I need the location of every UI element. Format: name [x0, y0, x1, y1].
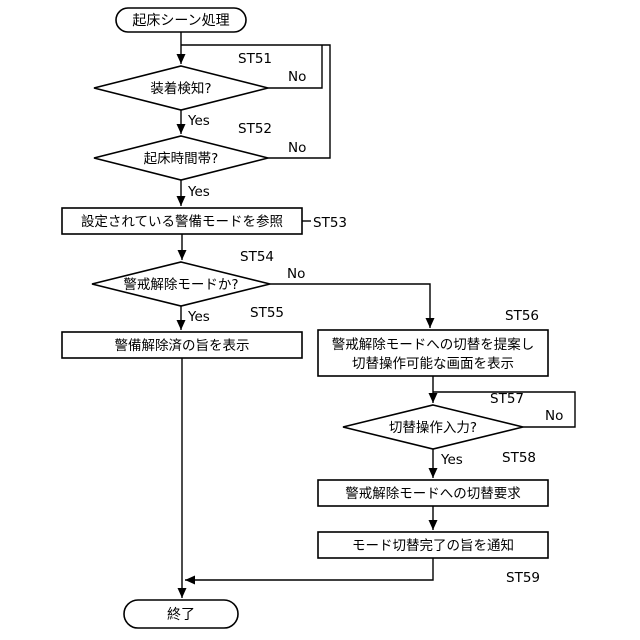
st54-yes-label: Yes [187, 309, 210, 325]
st56-tag: ST56 [505, 308, 539, 324]
st54-no-label: No [287, 266, 305, 282]
st57-no-loop [433, 391, 576, 428]
st54-label: 警戒解除モードか? [123, 277, 238, 293]
process-st55 [61, 331, 303, 359]
st52-no-label: No [288, 140, 306, 156]
arrow-st54-no-to-st56 [270, 283, 435, 328]
st51-yes-label: Yes [187, 113, 210, 129]
decision-st57 [342, 404, 524, 450]
decision-st51 [93, 65, 269, 111]
decision-st52 [93, 135, 269, 181]
st56-label-line1: 警戒解除モードへの切替を提案し [332, 336, 535, 353]
st58-tag: ST58 [502, 450, 536, 466]
st52-label: 起床時間帯? [144, 151, 219, 167]
start-label: 起床シーン処理 [132, 13, 229, 29]
st51-tag: ST51 [238, 51, 272, 67]
process-st58 [317, 479, 549, 507]
process-st59 [317, 531, 549, 559]
st55-tag: ST55 [250, 305, 284, 321]
st59-tag: ST59 [506, 570, 540, 586]
st52-tag: ST52 [238, 121, 272, 137]
st51-label: 装着検知? [150, 80, 211, 97]
st52-yes-label: Yes [187, 184, 210, 200]
st56-label-line2: 切替操作可能な画面を表示 [352, 356, 514, 372]
st58-label: 警戒解除モードへの切替要求 [345, 486, 521, 502]
st57-tag: ST57 [490, 391, 524, 407]
st57-no-label: No [545, 408, 563, 424]
process-st53 [61, 207, 303, 235]
st57-yes-label: Yes [440, 452, 463, 468]
st57-label: 切替操作入力? [389, 420, 477, 436]
st55-label: 警備解除済の旨を表示 [115, 338, 250, 354]
st52-no-loop [181, 44, 331, 159]
st59-merge-to-left [185, 558, 434, 585]
st51-no-loop [268, 45, 323, 89]
st53-label: 設定されている警備モードを参照 [81, 213, 283, 230]
st54-tag: ST54 [240, 249, 274, 265]
st53-tag: ST53 [313, 215, 347, 231]
start-terminator [115, 7, 247, 33]
end-terminator [123, 599, 239, 629]
decision-st54 [91, 261, 271, 307]
st51-no-label: No [288, 69, 306, 85]
process-st56 [317, 329, 549, 377]
st59-label: モード切替完了の旨を通知 [352, 537, 514, 554]
end-label: 終了 [167, 607, 195, 623]
